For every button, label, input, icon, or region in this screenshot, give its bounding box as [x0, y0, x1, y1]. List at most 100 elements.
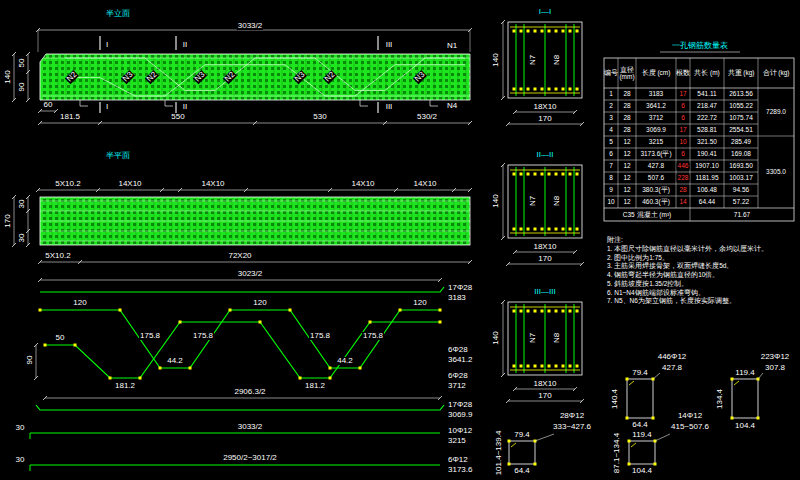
table-cell: 541.11: [696, 91, 717, 98]
table-cell: 380.3(平): [641, 187, 671, 194]
table-cell: 3: [608, 115, 614, 122]
rebar-dimension: 181.2: [304, 382, 326, 390]
section-rebar: [566, 167, 567, 236]
bend-marker: [527, 310, 530, 313]
table-cell: 共重 (kg): [724, 69, 758, 76]
bend-marker: [626, 378, 629, 381]
table-cell: 12: [622, 187, 631, 194]
stirrup-label: 307.8: [764, 364, 786, 372]
bend-marker: [576, 310, 579, 313]
table-rule: [604, 100, 758, 101]
table-rule: [604, 184, 758, 185]
dimension-line: [508, 264, 582, 265]
section-rebar: [574, 24, 575, 96]
dimension-tick: [438, 396, 442, 400]
leader-line: [535, 434, 554, 441]
plan-label: 14X10: [350, 180, 375, 188]
stirrup-label: 64.4: [631, 421, 649, 429]
table-cell: 8: [608, 175, 614, 182]
bend-marker: [189, 367, 192, 370]
bend-marker: [569, 173, 572, 176]
stirrup-label: 101.4~139.4: [495, 430, 503, 477]
table-cell: 427.8: [647, 163, 665, 170]
section-mark: [377, 102, 378, 113]
rebar-line: [40, 201, 470, 202]
bend-marker: [576, 30, 579, 33]
table-cell: 12: [622, 175, 631, 182]
table-cell: 4: [608, 127, 614, 134]
table-cell: 3641.2: [645, 103, 667, 110]
stirrup-line: [354, 55, 355, 99]
bend-marker: [652, 417, 655, 420]
table-rule: [604, 112, 758, 113]
stirrup-line: [114, 55, 115, 99]
dimension-line: [36, 345, 37, 378]
stirrup-line: [106, 55, 107, 99]
rebar-dimension: 17Φ28: [447, 401, 473, 409]
stirrup-line: [378, 55, 379, 99]
stirrup-label: 446Φ12: [657, 353, 688, 361]
note-text: 3. 主筋采用焊接骨架，双面焊缝长度5d。: [607, 262, 795, 271]
section-stirrup: [510, 307, 580, 308]
notes-block: 附注:1. 本图尺寸除钢筋直径以毫米计外，余均以厘米计。2. 图中比例为1:75…: [607, 236, 795, 306]
dimension-tick: [26, 52, 30, 56]
stirrup-line: [162, 55, 163, 99]
table-cell: 3712: [648, 115, 664, 122]
table-cell: 12: [622, 139, 631, 146]
elevation-label: N3: [413, 70, 427, 84]
stirrup-line: [386, 55, 387, 99]
bend-marker: [520, 228, 523, 231]
beam-plan: [40, 197, 470, 245]
stirrup-line: [258, 55, 259, 99]
table-cell: 446: [677, 163, 690, 170]
dimension-tick: [54, 109, 58, 113]
stirrup-line: [82, 55, 83, 99]
bend-marker: [527, 30, 530, 33]
stirrup-hook: [511, 443, 516, 447]
stirrup-hook: [629, 381, 634, 385]
table-cell: 64.44: [698, 199, 716, 206]
bend-marker: [628, 440, 631, 443]
section-label: N7: [529, 195, 537, 207]
rebar-dimension: 6Φ28: [447, 346, 469, 354]
table-cell: 28: [622, 127, 631, 134]
rebar-line: [40, 211, 470, 212]
note-text: 5. 斜筋坡度按1.35/2控制。: [607, 280, 795, 289]
plan-label: 30: [18, 233, 26, 244]
dimension-tick: [501, 96, 505, 100]
elevation-label: 181.5: [59, 113, 81, 121]
rebar-dimension: 6Φ28: [447, 372, 469, 380]
table-cell: 1055.22: [728, 103, 754, 110]
plan-label: 170: [4, 213, 12, 228]
bend-marker: [562, 88, 565, 91]
stirrup-label: 223Φ12: [760, 353, 791, 361]
dimension-tick: [468, 121, 472, 125]
section-label: III—III: [533, 288, 556, 296]
elevation-label: N2: [145, 70, 159, 84]
bend-marker: [541, 228, 544, 231]
dimension-tick: [26, 195, 30, 199]
table-cell: 3305.0: [765, 169, 787, 176]
section-rebar: [524, 304, 525, 373]
table-cell: 直径 (mm): [618, 66, 636, 81]
section-label: 140: [492, 193, 500, 208]
table-rule: [604, 172, 758, 173]
dimension-tick: [513, 110, 517, 114]
dimension-tick: [38, 109, 42, 113]
bend-marker: [757, 417, 760, 420]
dimension-line: [28, 197, 29, 245]
rebar-n5: [30, 433, 440, 439]
elevation-label: N1: [446, 42, 458, 50]
dimension-line: [508, 401, 582, 402]
table-rule: [690, 58, 691, 221]
bend-marker: [534, 30, 537, 33]
table-rule: [604, 88, 794, 89]
dimension-tick: [501, 373, 505, 377]
bend-marker: [299, 377, 302, 380]
stirrup-line: [442, 55, 443, 99]
bend-marker: [548, 173, 551, 176]
section-outline: [508, 165, 582, 238]
bend-marker: [576, 365, 579, 368]
table-cell: 合计 (kg): [758, 69, 794, 76]
note-text: 4. 钢筋弯起半径为钢筋直径的10倍。: [607, 271, 795, 280]
